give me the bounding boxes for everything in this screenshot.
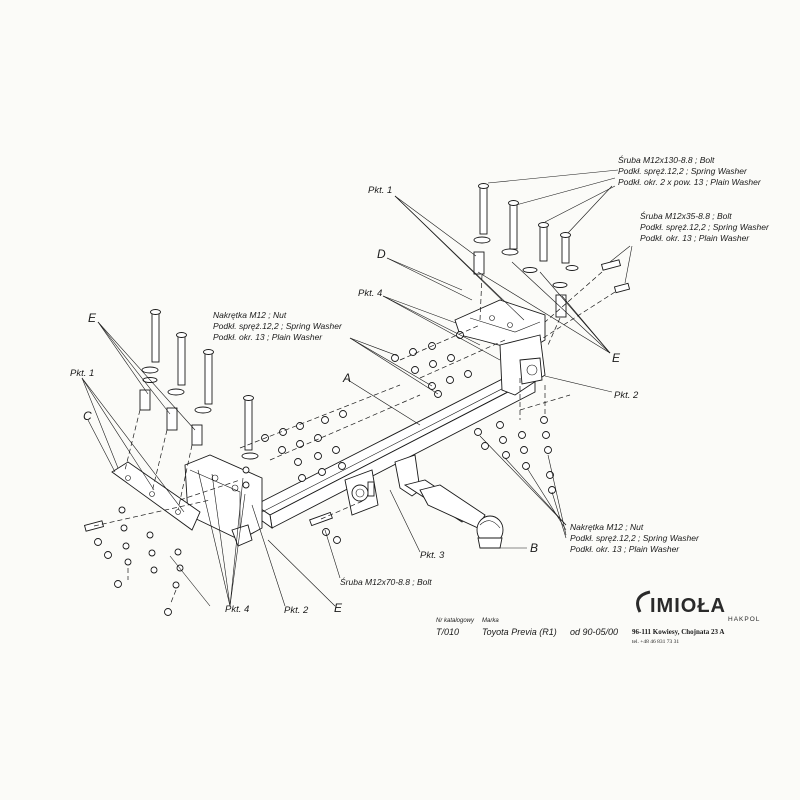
callout-bolt-top: Śruba M12x130-8.8 ; Bolt Podkł. spręż.12… bbox=[618, 154, 762, 187]
label-pkt4-top: Pkt. 4 bbox=[358, 288, 382, 299]
label-pkt3: Pkt. 3 bbox=[420, 550, 445, 561]
logo-name: IMIOŁA bbox=[650, 595, 726, 617]
label-pkt1-top: Pkt. 1 bbox=[368, 185, 392, 196]
catalog-block: Nr katalogowy Marka T/010 Toyota Previa … bbox=[436, 618, 618, 637]
callout-nut-left: Nakrętka M12 ; Nut Podkł. spręż.12,2 ; S… bbox=[213, 310, 343, 342]
callout-bolt-top-line-2: Podkł. spręż.12,2 ; Spring Washer bbox=[618, 166, 748, 176]
callout-nut-left-line-2: Podkł. spręż.12,2 ; Spring Washer bbox=[213, 321, 343, 331]
brand-address: 96-111 Kowiesy, Chojnata 23 A bbox=[632, 628, 724, 636]
callout-nut-right-line-3: Podkł. okr. 13 ; Plain Washer bbox=[570, 544, 680, 554]
side-bracket-d bbox=[454, 299, 546, 396]
nuts-left-group bbox=[261, 410, 347, 482]
label-pkt2-right: Pkt. 2 bbox=[614, 390, 639, 401]
tow-ball-b bbox=[394, 454, 504, 549]
logo-subname: HAKPOL bbox=[728, 616, 760, 623]
callout-nut-right-line-1: Nakrętka M12 ; Nut bbox=[570, 522, 644, 532]
label-c: C bbox=[83, 409, 92, 423]
socket-plate bbox=[344, 469, 379, 516]
callout-bolt-right: Śruba M12x35-8.8 ; Bolt Podkł. spręż.12,… bbox=[640, 210, 770, 243]
callout-bolt-top-line-1: Śruba M12x130-8.8 ; Bolt bbox=[618, 154, 715, 165]
label-b: B bbox=[530, 541, 538, 555]
callout-bolt-top-line-3: Podkł. okr. 2 x pow. 13 ; Plain Washer bbox=[618, 177, 762, 187]
catalog-vehicle: Toyota Previa (R1) bbox=[482, 627, 557, 637]
label-e-right: E bbox=[612, 351, 621, 365]
leader-lines bbox=[81, 169, 633, 607]
brand-phone: tel. +48 46 831 73 31 bbox=[632, 639, 679, 645]
callout-bolt-right-line-1: Śruba M12x35-8.8 ; Bolt bbox=[640, 210, 732, 221]
label-pkt2-bottom: Pkt. 2 bbox=[284, 605, 309, 616]
callout-nut-right: Nakrętka M12 ; Nut Podkł. spręż.12,2 ; S… bbox=[570, 522, 700, 554]
callout-bolt-right-line-2: Podkł. spręż.12,2 ; Spring Washer bbox=[640, 222, 770, 232]
bolts-top-group bbox=[473, 183, 631, 318]
logo-swoosh-icon bbox=[636, 590, 651, 613]
label-a: A bbox=[342, 371, 351, 385]
label-e-left: E bbox=[88, 311, 97, 325]
label-pkt4-bottom: Pkt. 4 bbox=[225, 604, 249, 615]
catalog-years: od 90-05/00 bbox=[570, 627, 618, 637]
callout-nut-left-line-3: Podkł. okr. 13 ; Plain Washer bbox=[213, 332, 323, 342]
callout-nut-right-line-2: Podkł. spręż.12,2 ; Spring Washer bbox=[570, 533, 700, 543]
nuts-right-group bbox=[474, 416, 556, 494]
callout-bolt-right-line-3: Podkł. okr. 13 ; Plain Washer bbox=[640, 233, 750, 243]
nuts-top-group bbox=[391, 331, 472, 398]
callout-bolt-bottom: Śruba M12x70-8.8 ; Bolt bbox=[340, 576, 432, 587]
label-pkt1-left: Pkt. 1 bbox=[70, 368, 94, 379]
label-e-bottom: E bbox=[334, 601, 343, 615]
imiola-logo: IMIOŁA HAKPOL 96-111 Kowiesy, Chojnata 2… bbox=[632, 590, 760, 645]
catalog-number: T/010 bbox=[436, 627, 459, 637]
cross-beam-a bbox=[254, 369, 536, 529]
label-d: D bbox=[377, 247, 386, 261]
catalog-head-make: Marka bbox=[482, 618, 499, 624]
assembly-guide-lines bbox=[93, 271, 616, 606]
callout-nut-left-line-1: Nakrętka M12 ; Nut bbox=[213, 310, 287, 320]
catalog-head-number: Nr katalogowy bbox=[436, 618, 475, 624]
side-plate-c bbox=[111, 461, 201, 531]
bolts-left-group bbox=[139, 309, 259, 460]
left-mounting-bracket bbox=[184, 454, 263, 547]
